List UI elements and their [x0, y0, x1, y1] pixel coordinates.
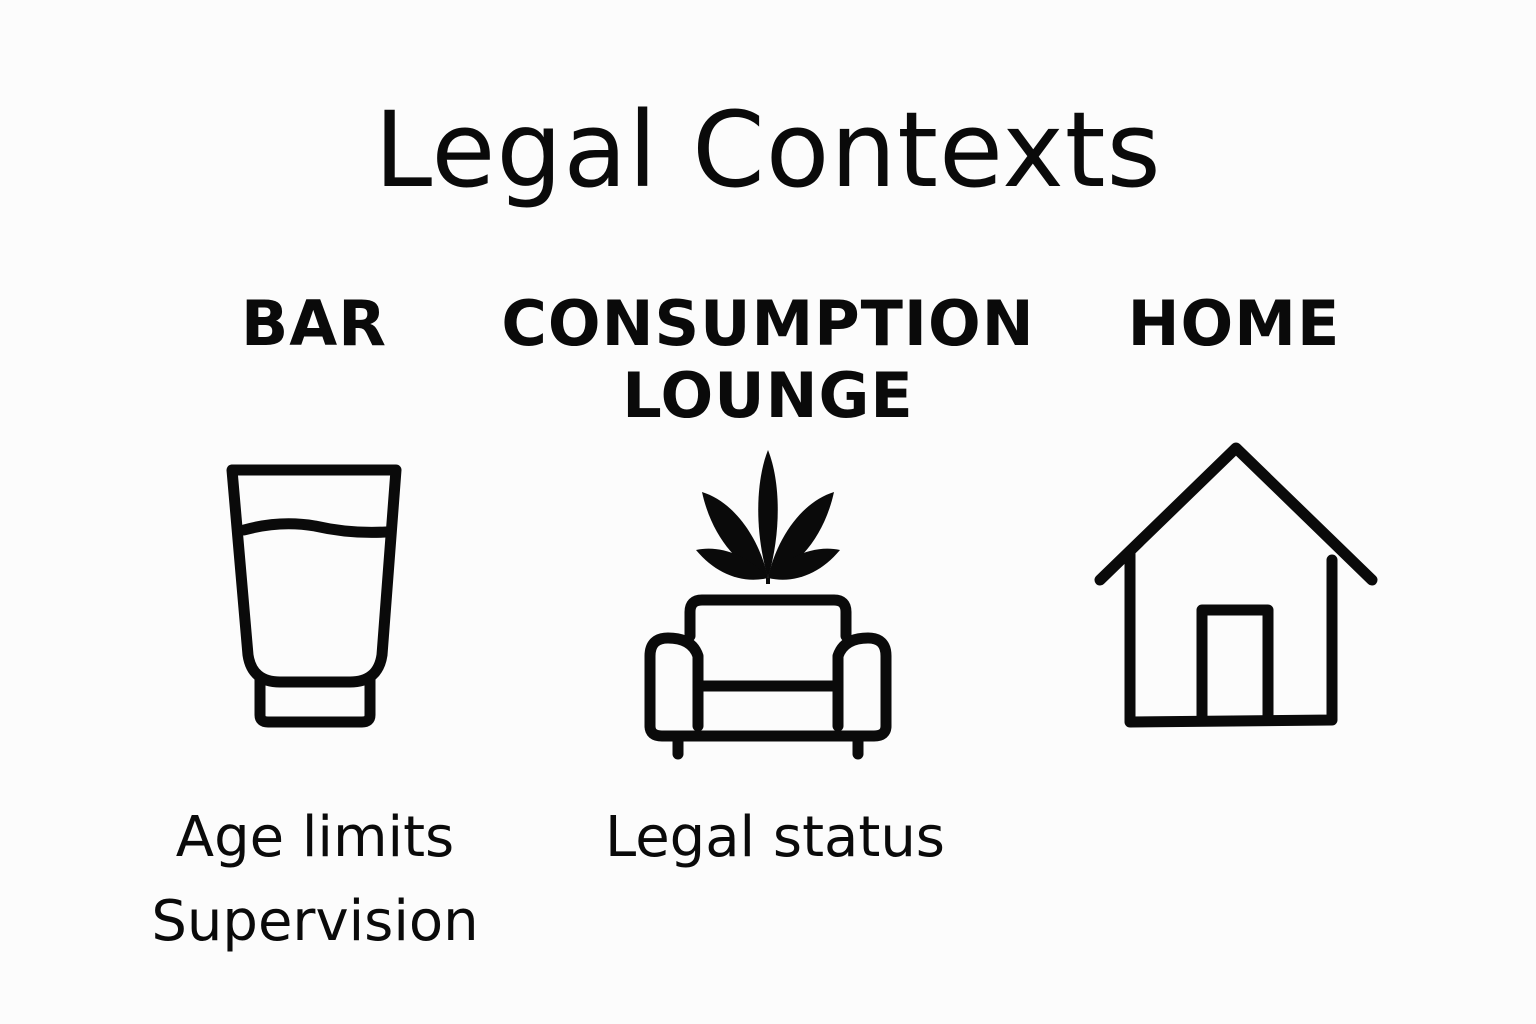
heading-bar-label: BAR — [241, 287, 387, 360]
heading-bar: BAR — [164, 288, 464, 360]
heading-lounge-line-1: CONSUMPTION — [501, 287, 1035, 360]
house-icon — [1086, 430, 1386, 740]
notes-bar: Age limits Supervision — [110, 796, 520, 964]
note-age-limits: Age limits — [175, 805, 455, 870]
notes-lounge: Legal status — [540, 796, 1010, 880]
page-title: Legal Contexts — [374, 89, 1162, 211]
cannabis-leaf-armchair-icon — [630, 440, 906, 770]
heading-lounge-line-2: LOUNGE — [622, 359, 914, 432]
note-supervision: Supervision — [151, 889, 479, 954]
heading-home: HOME — [1084, 288, 1384, 360]
note-legal-status: Legal status — [605, 805, 945, 870]
cannabis-leaf-icon — [696, 450, 840, 584]
heading-consumption-lounge: CONSUMPTION LOUNGE — [468, 288, 1068, 432]
drinking-glass-icon — [210, 450, 420, 740]
heading-home-label: HOME — [1127, 287, 1341, 360]
armchair-icon — [644, 594, 892, 760]
